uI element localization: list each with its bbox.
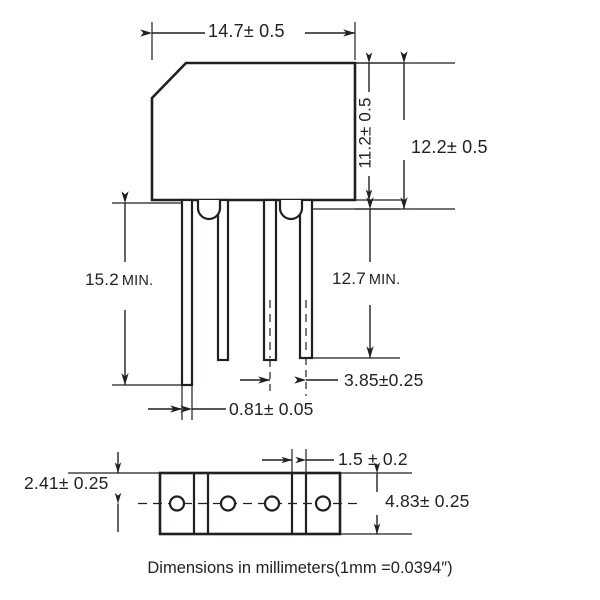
dim-lead-pitch (240, 358, 338, 396)
hole-2 (219, 495, 237, 512)
dim-label-lead-pitch: 3.85±0.25 (344, 370, 424, 390)
dim-label-lead-thickness: 2.41± 0.25 (24, 473, 109, 493)
lead-centrelines (269, 300, 307, 358)
hole-4 (314, 495, 332, 512)
dim-label-depth: 4.83± 0.25 (385, 491, 470, 511)
notch-1 (196, 200, 222, 221)
hole-1 (168, 495, 186, 512)
dim-lead-thickness (68, 452, 160, 532)
dim-label-width: 14.7± 0.5 (208, 21, 285, 41)
lead-1 (180, 198, 194, 387)
drawing-caption: Dimensions in millimeters(1mm =0.0394″) (147, 559, 453, 577)
bottom-view-hole-group (168, 495, 332, 512)
dim-value-12-7: 12.7 (332, 269, 366, 288)
dim-width (140, 22, 356, 60)
dim-suffix-min-right: MIN. (368, 272, 401, 288)
notch-2 (278, 200, 304, 221)
dim-label-rib-width: 1.5 ± 0.2 (338, 449, 408, 469)
dim-label-total-height: 12.2± 0.5 (411, 137, 488, 157)
dim-lead-length-right (312, 197, 400, 359)
dim-label-body-height: 11.2± 0.5 (355, 97, 375, 169)
lead-2 (216, 198, 230, 362)
hole-3 (263, 495, 281, 512)
dim-value-15-2: 15.2 (85, 270, 119, 289)
dim-suffix-min-left: MIN. (121, 273, 154, 289)
dim-lead-width (148, 386, 226, 420)
package-body-outline (150, 61, 357, 202)
body-notch-group (196, 200, 304, 221)
dim-lead-length-left (112, 191, 182, 386)
lead-group (180, 198, 314, 387)
dim-rib-width (262, 449, 334, 473)
dim-depth (340, 462, 412, 535)
dim-label-lead-width: 0.81± 0.05 (229, 399, 314, 419)
